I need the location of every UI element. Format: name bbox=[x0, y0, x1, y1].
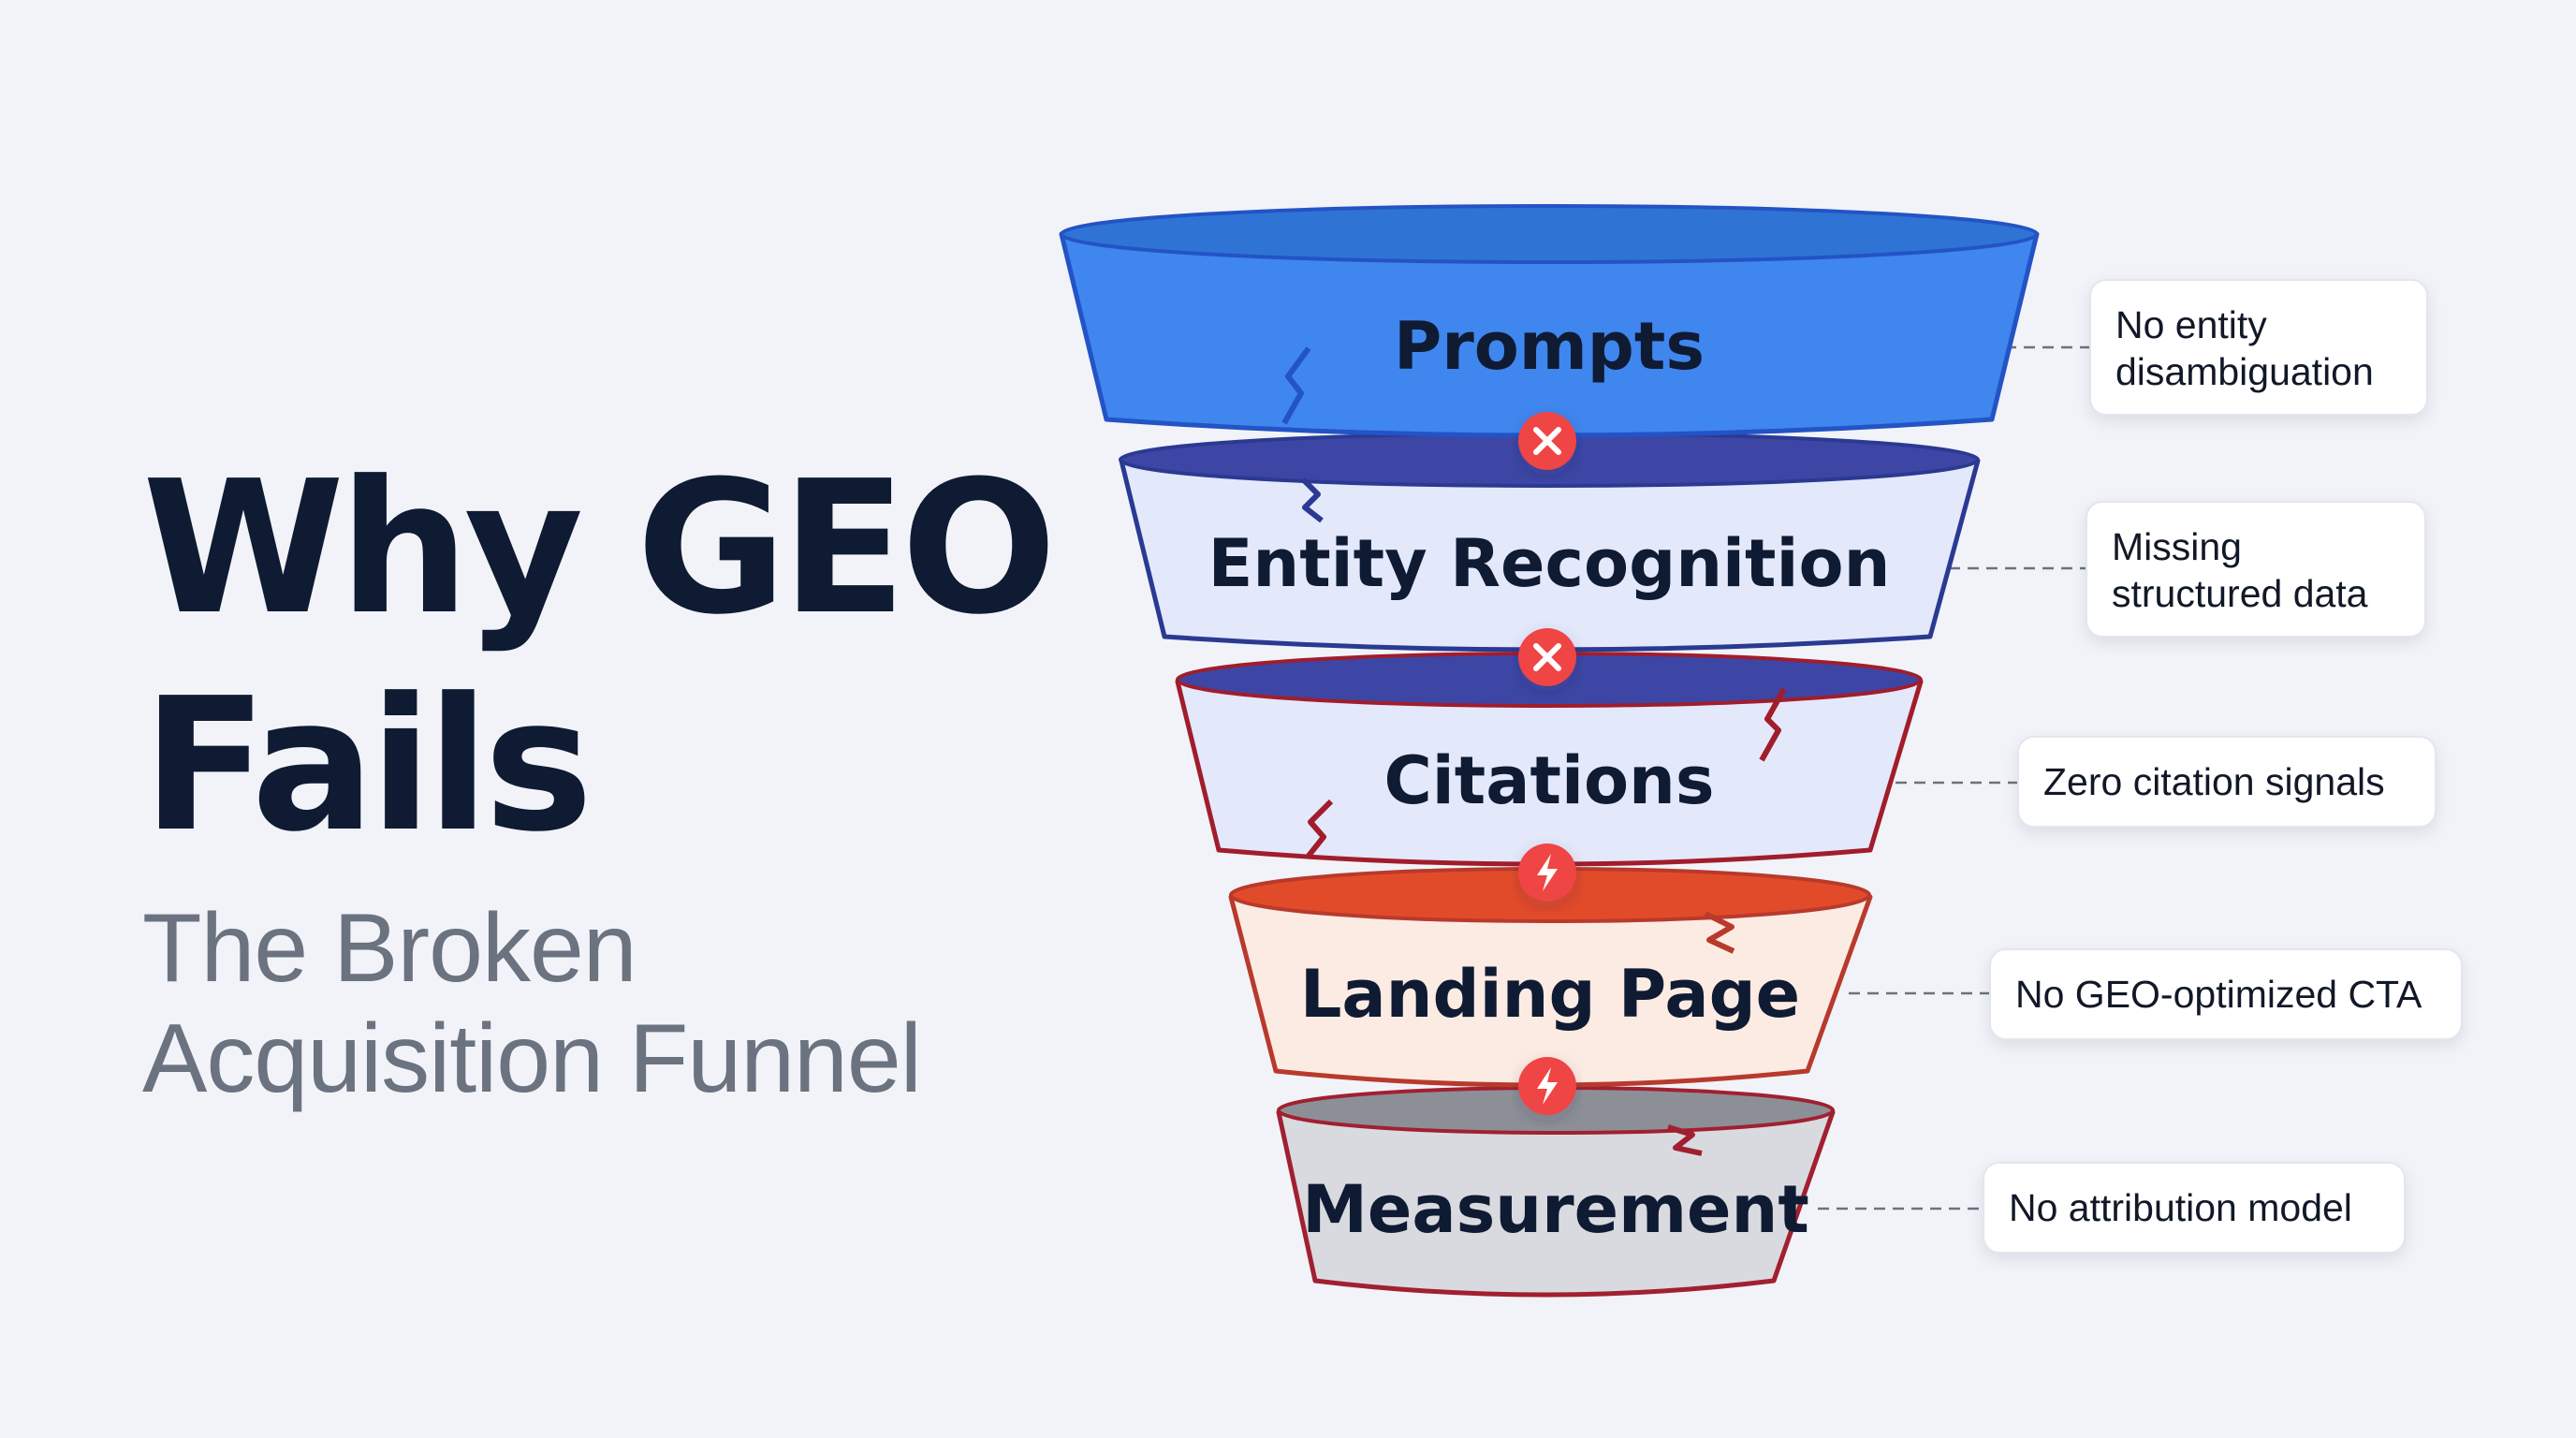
title-line-2: Fails bbox=[142, 659, 593, 873]
stage-label-prompts: Prompts bbox=[1394, 308, 1705, 385]
funnel-stage-prompts: Prompts bbox=[1059, 204, 2040, 438]
leader-lines bbox=[1818, 345, 2089, 1211]
stage-label-measurement: Measurement bbox=[1302, 1171, 1809, 1248]
callout-measurement: No attribution model bbox=[1983, 1162, 2406, 1254]
stage-label-entity-recognition: Entity Recognition bbox=[1208, 525, 1891, 602]
funnel-stage-landing-page: Landing Page bbox=[1228, 867, 1873, 1088]
callout-measurement-text: No attribution model bbox=[2009, 1186, 2352, 1229]
lightning-icon bbox=[1537, 854, 1558, 891]
callout-citations: Zero citation signals bbox=[2017, 736, 2437, 828]
crack-citations-left bbox=[1306, 799, 1334, 858]
connector-1 bbox=[1518, 412, 1576, 470]
crack-entity-recognition bbox=[1300, 477, 1324, 523]
callout-landing-page-text: No GEO-optimized CTA bbox=[2015, 973, 2422, 1016]
funnel-stage-measurement: Measurement bbox=[1276, 1086, 1836, 1298]
callout-entity-recognition: Missing structured data bbox=[2086, 501, 2426, 638]
callout-landing-page: No GEO-optimized CTA bbox=[1989, 948, 2463, 1040]
callout-prompts-line-2: disambiguation bbox=[2115, 350, 2374, 393]
stage-top-prompts bbox=[1060, 204, 2039, 264]
connector-4 bbox=[1518, 1057, 1576, 1115]
callout-prompts: No entity disambiguation bbox=[2089, 279, 2428, 416]
subtitle-line-1: The Broken bbox=[142, 894, 637, 1003]
x-icon bbox=[1533, 643, 1561, 671]
connector-2 bbox=[1518, 628, 1576, 686]
subtitle-line-2: Acquisition Funnel bbox=[142, 1005, 922, 1113]
funnel-stage-entity-recognition: Entity Recognition bbox=[1119, 432, 1981, 653]
stage-label-citations: Citations bbox=[1383, 742, 1714, 819]
x-icon bbox=[1533, 427, 1561, 455]
callout-prompts-line-1: No entity bbox=[2115, 303, 2267, 346]
crack-landing-page bbox=[1704, 911, 1735, 954]
stage-label-landing-page: Landing Page bbox=[1300, 956, 1800, 1033]
connector-3 bbox=[1518, 844, 1576, 902]
callout-entity-recognition-line-1: Missing bbox=[2112, 525, 2242, 568]
crack-prompts bbox=[1281, 346, 1311, 425]
callout-entity-recognition-line-2: structured data bbox=[2112, 572, 2368, 615]
crack-citations-right bbox=[1759, 687, 1787, 762]
lightning-icon bbox=[1537, 1067, 1558, 1105]
callout-citations-text: Zero citation signals bbox=[2043, 760, 2385, 803]
title-line-1: Why GEO bbox=[142, 442, 1057, 655]
crack-measurement bbox=[1667, 1124, 1703, 1156]
